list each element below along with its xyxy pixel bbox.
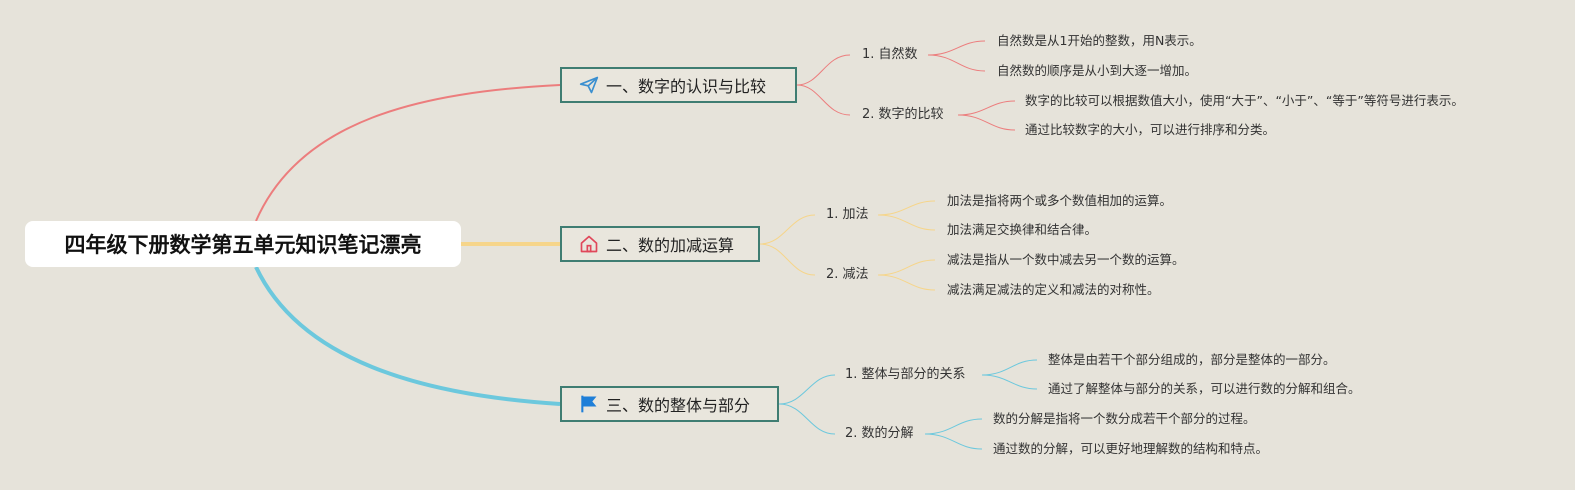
connector-b2-s2	[759, 243, 816, 276]
leaf-text[interactable]: 通过了解整体与部分的关系，可以进行数的分解和组合。	[1048, 381, 1361, 396]
connector-b3-s2	[778, 403, 836, 435]
subtopic-addition[interactable]: 1. 加法	[826, 207, 869, 222]
connector-b2-s1	[759, 214, 816, 245]
connector-root-branch-3	[254, 266, 561, 406]
connector-b1-s2-l2	[957, 114, 1016, 131]
root-topic[interactable]: 四年级下册数学第五单元知识笔记漂亮	[25, 221, 461, 267]
connector-b3-s1-l2	[981, 374, 1038, 390]
leaf-text[interactable]: 数的分解是指将一个数分成若干个部分的过程。	[993, 411, 1256, 426]
flag-icon	[578, 393, 600, 415]
branch-whole-and-part[interactable]: 三、数的整体与部分	[560, 386, 779, 422]
root-title: 四年级下册数学第五单元知识笔记漂亮	[64, 233, 422, 257]
connector-b2-s2-l1	[877, 259, 936, 276]
connector-b1-s1	[796, 54, 851, 86]
branch-title: 一、数字的认识与比较	[606, 77, 767, 96]
branch-title: 三、数的整体与部分	[606, 396, 751, 415]
leaf-text[interactable]: 自然数是从1开始的整数，用N表示。	[997, 33, 1202, 48]
connector-b1-s1-l1	[927, 40, 986, 56]
home-icon	[578, 233, 600, 255]
leaf-text[interactable]: 通过数的分解，可以更好地理解数的结构和特点。	[993, 441, 1269, 456]
leaf-text[interactable]: 加法是指将两个或多个数值相加的运算。	[947, 193, 1173, 208]
leaf-text[interactable]: 加法满足交换律和结合律。	[947, 222, 1098, 237]
subtopic-number-comparison[interactable]: 2. 数字的比较	[862, 107, 944, 122]
leaf-text[interactable]: 数字的比较可以根据数值大小，使用“大于”、“小于”、“等于”等符号进行表示。	[1025, 93, 1464, 108]
branch-number-recognition[interactable]: 一、数字的认识与比较	[560, 67, 797, 103]
leaf-text[interactable]: 自然数的顺序是从小到大逐一增加。	[997, 63, 1198, 78]
connector-b3-s1	[778, 374, 836, 405]
connector-b3-s2-l2	[924, 433, 983, 450]
branch-addition-subtraction[interactable]: 二、数的加减运算	[560, 226, 760, 262]
leaf-text[interactable]: 整体是由若干个部分组成的，部分是整体的一部分。	[1048, 352, 1336, 367]
branch-title: 二、数的加减运算	[606, 236, 735, 255]
subtopic-subtraction[interactable]: 2. 减法	[826, 267, 869, 282]
subtopic-whole-part-relation[interactable]: 1. 整体与部分的关系	[845, 367, 966, 382]
connector-b1-s2-l1	[957, 100, 1016, 116]
connector-b2-s1-l2	[877, 214, 936, 231]
leaf-text[interactable]: 通过比较数字的大小，可以进行排序和分类。	[1025, 122, 1276, 137]
subtopic-number-decomposition[interactable]: 2. 数的分解	[845, 426, 914, 441]
paper-plane-icon	[578, 74, 600, 96]
connector-b1-s1-l2	[927, 54, 986, 72]
leaf-text[interactable]: 减法是指从一个数中减去另一个数的运算。	[947, 252, 1185, 267]
connector-b2-s2-l2	[877, 274, 936, 291]
connector-b2-s1-l1	[877, 200, 936, 216]
connector-root-branch-1	[255, 84, 561, 222]
connector-b3-s2-l1	[924, 418, 983, 435]
connector-b3-s1-l1	[981, 359, 1038, 376]
connector-b1-s2	[796, 84, 851, 116]
leaf-text[interactable]: 减法满足减法的定义和减法的对称性。	[947, 282, 1160, 297]
subtopic-natural-numbers[interactable]: 1. 自然数	[862, 47, 918, 62]
